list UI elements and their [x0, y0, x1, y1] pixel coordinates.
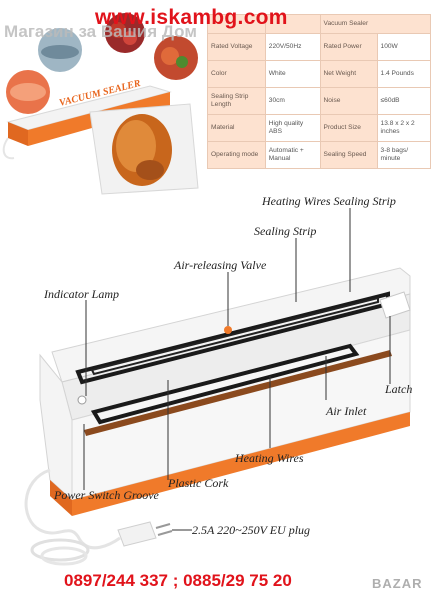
label-sealing-strip: Sealing Strip: [254, 224, 317, 238]
eu-plug: [117, 521, 157, 547]
latch: [379, 291, 411, 319]
spec-value: 13.8 x 2 x 2 inches: [376, 114, 432, 142]
label-plastic-cork: Plastic Cork: [168, 476, 229, 490]
watermark-url: www.iskambg.com: [95, 6, 288, 29]
spec-key: Product Size: [319, 114, 378, 142]
spec-key: Color: [207, 60, 266, 88]
spec-header-key: [207, 14, 266, 34]
spec-value: 100W: [376, 33, 432, 61]
spec-key: Rated Power: [319, 33, 378, 61]
spec-key: Operating mode: [207, 141, 266, 169]
spec-row: Material High quality ABS Product Size 1…: [207, 114, 432, 142]
spec-value: 30cm: [264, 87, 321, 115]
heating-wire: [84, 350, 392, 436]
callout-lines: [83, 208, 391, 531]
spec-header-value: Vacuum Sealer: [319, 14, 432, 34]
spec-row: Rated Voltage 220V/50Hz Rated Power 100W: [207, 33, 432, 61]
spec-key: Noise: [319, 87, 378, 115]
label-eu-plug: 2.5A 220~250V EU plug: [192, 523, 311, 537]
spec-table: Vacuum Sealer Rated Voltage 220V/50Hz Ra…: [207, 14, 432, 169]
spec-value: 3-8 bags/ minute: [376, 141, 432, 169]
product-photo: VACUUM SEALER: [0, 0, 205, 195]
label-latch: Latch: [385, 382, 413, 396]
spec-key: Material: [207, 114, 266, 142]
label-heating-wires: Heating Wires: [235, 451, 304, 465]
spec-key: Net Weight: [319, 60, 378, 88]
air-releasing-valve: [224, 326, 232, 334]
spec-key: Sealing Strip Length: [207, 87, 266, 115]
spec-value: 1.4 Pounds: [376, 60, 432, 88]
label-heating-wires-sealing-strip: Heating Wires Sealing Strip: [262, 194, 396, 208]
bazar-badge: BAZAR: [372, 576, 423, 591]
label-power-switch-groove: Power Switch Groove: [54, 488, 159, 502]
orange-base-strip: [72, 412, 410, 516]
label-indicator-lamp: Indicator Lamp: [44, 287, 119, 301]
indicator-lamp: [77, 395, 87, 405]
spec-value: White: [264, 60, 321, 88]
spec-key: Sealing Speed: [319, 141, 378, 169]
sealer-with-chicken-illustration: VACUUM SEALER: [2, 13, 199, 195]
power-cord: [24, 468, 121, 550]
spec-row: Operating mode Automatic + Manual Sealin…: [207, 141, 432, 169]
sealer-lid: [51, 267, 411, 383]
sealing-strip-lower: [90, 343, 360, 425]
label-air-releasing-valve: Air-releasing Valve: [174, 258, 267, 272]
spec-row: Sealing Strip Length 30cm Noise ≤60dB: [207, 87, 432, 115]
sealer-diagram: [24, 208, 411, 566]
spec-value: High quality ABS: [264, 114, 321, 142]
spec-value: 220V/50Hz: [264, 33, 321, 61]
spec-value: ≤60dB: [376, 87, 432, 115]
spec-value: Automatic + Manual: [264, 141, 321, 169]
label-air-inlet: Air Inlet: [326, 404, 367, 418]
watermark-shop-name: Магазин за Вашия Дом: [4, 22, 197, 41]
phone-numbers: 0897/244 337 ; 0885/29 75 20: [64, 571, 292, 590]
spec-key: Rated Voltage: [207, 33, 266, 61]
spec-row: Color White Net Weight 1.4 Pounds: [207, 60, 432, 88]
